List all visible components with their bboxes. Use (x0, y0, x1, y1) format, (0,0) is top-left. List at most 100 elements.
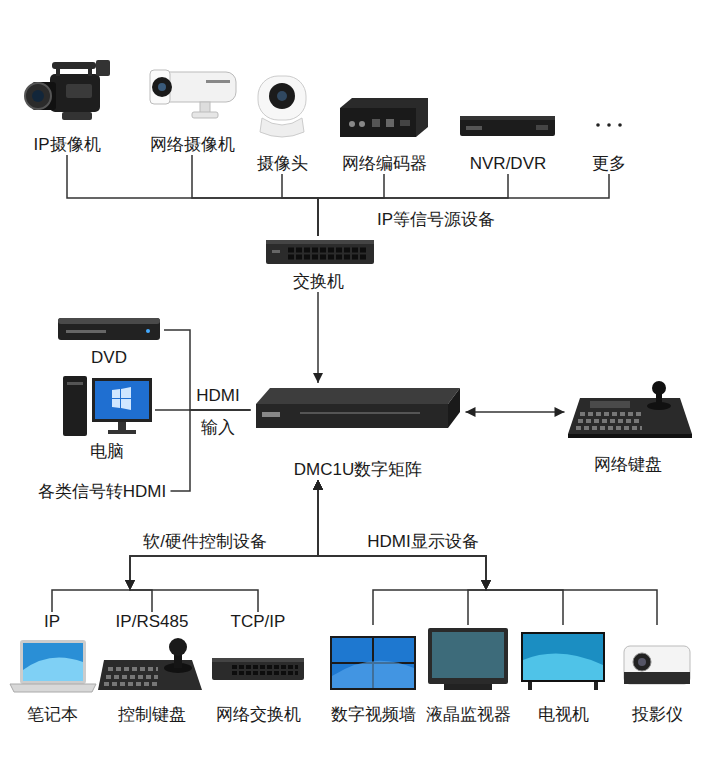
more-dots-part (596, 123, 600, 127)
nvr-icon (460, 116, 555, 136)
dome-camera-icon (258, 76, 306, 137)
laptop-icon-part (10, 684, 96, 692)
control-keyboard-icon-part (169, 638, 187, 656)
encoder-icon-part (386, 119, 394, 127)
bullet-camera-icon-part (192, 112, 218, 118)
connector-line (318, 174, 609, 236)
arrow-head (313, 480, 323, 490)
arrow-head (481, 580, 491, 590)
matrix-device-icon-part (448, 388, 460, 428)
dvd-player-icon-part (58, 318, 160, 324)
network-keyboard-icon-part (578, 419, 642, 423)
connector-line (67, 155, 318, 236)
video-wall-icon (330, 636, 416, 690)
tv-icon-part (523, 634, 603, 680)
network-switch-icon-part (212, 658, 304, 680)
video-wall-icon-part (374, 638, 414, 662)
arrow-head (555, 407, 565, 417)
device-label: 网络摄像机 (150, 135, 235, 155)
device-label: 网络编码器 (342, 154, 427, 174)
device-label: 各类信号转HDMI (38, 482, 166, 502)
device-node: 电视机 (518, 625, 608, 725)
network-switch-icon-part (232, 665, 298, 669)
switch-icon-part (266, 240, 374, 244)
encoder-icon-part (349, 121, 355, 127)
device-node: DVD (54, 313, 164, 368)
device-node: 投影仪 (619, 625, 695, 725)
arrow-head (313, 480, 323, 490)
dvd-player-icon-part (146, 329, 150, 333)
group-label: HDMI显示设备 (365, 532, 480, 552)
arrow-head (466, 407, 476, 417)
lcd-monitor-icon-part (432, 632, 504, 678)
dvd-player-icon-part (66, 330, 106, 333)
more-dots (596, 123, 622, 127)
arrow-head (313, 480, 323, 490)
more-dots-part (618, 123, 622, 127)
camcorder-icon-part (50, 74, 100, 112)
computer-icon-part (108, 430, 136, 434)
connector (318, 174, 508, 236)
connector (313, 292, 323, 383)
nvr-icon-part (460, 118, 555, 136)
camcorder-icon-part (25, 83, 51, 109)
group-label: 输入 (199, 418, 237, 438)
arrow-head (125, 580, 135, 590)
camcorder-icon-part (62, 112, 92, 120)
encoder-icon-part (372, 119, 380, 127)
dvd-player-icon (58, 318, 160, 340)
switch-icon-part (266, 240, 374, 264)
computer-icon (63, 376, 152, 436)
group-label: HDMI (194, 386, 241, 406)
encoder-icon-part (359, 121, 365, 127)
dvd-player-icon-part (58, 318, 160, 340)
network-switch-icon (212, 658, 304, 680)
matrix-device-icon-part (256, 404, 448, 428)
nvr-icon-part (460, 116, 555, 120)
network-keyboard-icon (568, 381, 692, 438)
bullet-camera-icon-part (206, 80, 230, 83)
arrow-head (313, 373, 323, 383)
network-switch-icon-part (212, 658, 304, 662)
bullet-camera-icon-part (158, 83, 166, 91)
connector-line (318, 480, 563, 625)
network-keyboard-icon-part (580, 412, 642, 416)
device-label: 电视机 (538, 705, 589, 725)
arrow-head (481, 580, 491, 590)
connector (67, 155, 318, 236)
encoder-icon-part (340, 108, 416, 137)
port-label: IP (44, 612, 60, 632)
connector (313, 480, 491, 625)
network-switch-icon-part (232, 671, 298, 675)
encoder-icon-part (400, 120, 410, 126)
nvr-icon-part (536, 125, 548, 130)
device-node: IP/RS485控制键盘 (102, 612, 202, 725)
laptop-icon-part (23, 658, 83, 682)
camcorder-icon (25, 60, 110, 120)
computer-icon-part (63, 376, 87, 436)
camcorder-icon-part (32, 90, 44, 102)
device-label: 网络交换机 (216, 705, 301, 725)
computer-icon-part (112, 387, 131, 410)
network-keyboard-icon-part (576, 426, 642, 430)
computer-icon-part (118, 422, 126, 430)
device-label: 数字视频墙 (331, 705, 416, 725)
connector-line (318, 174, 508, 236)
control-keyboard-icon (98, 638, 202, 690)
arrow-head (313, 480, 323, 490)
port-label: IP/RS485 (116, 612, 189, 632)
connector-line (318, 480, 486, 625)
connector-line (318, 480, 486, 625)
device-node: DMC1U数字矩阵 (251, 383, 466, 480)
computer-icon-part (92, 378, 152, 422)
device-node: 更多 (582, 113, 636, 174)
device-label: 摄像头 (257, 154, 308, 174)
dome-camera-icon-part (260, 118, 304, 137)
connector-line (318, 480, 657, 625)
network-keyboard-icon-part (652, 381, 666, 395)
device-node: 网络摄像机 (140, 66, 244, 155)
projector-icon-part (624, 672, 690, 684)
device-node: NVR/DVR (458, 112, 558, 174)
